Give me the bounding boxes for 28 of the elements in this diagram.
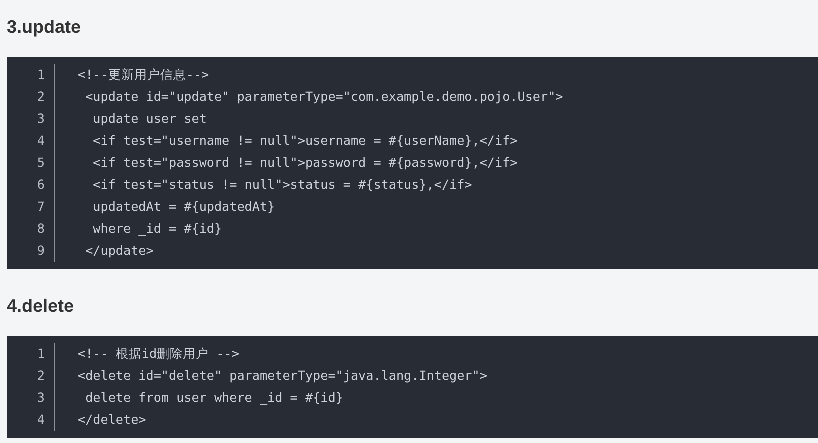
- line-number: 7: [36, 198, 45, 216]
- line-number: 2: [36, 88, 45, 106]
- code-line: </delete>: [78, 411, 146, 429]
- code-line: where _id = #{id}: [92, 220, 222, 238]
- code-line: <update id="update" parameterType="com.example.demo.pojo.User">: [84, 88, 564, 106]
- code-line: <!-- 根据id删除用户 -->: [78, 345, 240, 363]
- line-number: 4: [36, 132, 45, 150]
- line-number: 3: [36, 389, 45, 407]
- code-line: delete from user where _id = #{id}: [84, 389, 344, 407]
- line-number: 5: [36, 154, 45, 172]
- code-line: updatedAt = #{updatedAt}: [92, 198, 276, 216]
- code-line: <if test="password != null">password = #{password},</if>: [92, 154, 518, 172]
- line-number: 3: [36, 110, 45, 128]
- line-number: 8: [36, 220, 45, 238]
- code-line: <if test="status != null">status = #{status},</if>: [92, 176, 472, 194]
- line-number: 1: [36, 345, 45, 363]
- code-line: </update>: [84, 242, 154, 260]
- code-line: <if test="username != null">username = #{userName},</if>: [92, 132, 518, 150]
- line-number: 1: [36, 66, 45, 84]
- section-heading: 4.delete: [7, 296, 74, 317]
- line-number: 2: [36, 367, 45, 385]
- section-heading: 3.update: [7, 17, 82, 38]
- line-number: 6: [36, 176, 45, 194]
- code-line: <delete id="delete" parameterType="java.lang.Integer">: [78, 367, 488, 385]
- line-number: 4: [36, 411, 45, 429]
- code-line: update user set: [92, 110, 207, 128]
- line-number: 9: [36, 242, 45, 260]
- code-line: <!--更新用户信息-->: [78, 66, 210, 84]
